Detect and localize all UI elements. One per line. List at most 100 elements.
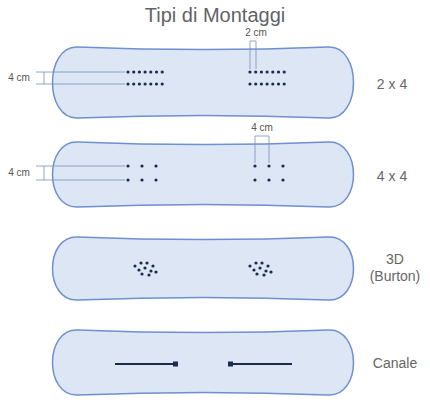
insert-hole [253,164,256,167]
insert-hole [126,178,129,181]
insert-hole [277,82,280,85]
dimension-line [250,41,251,69]
mount-type-label: Canale [373,355,417,372]
dimension-line [44,72,45,84]
channel-slot [231,363,292,365]
insert-hole [277,70,280,73]
title: Tipi di Montaggi [145,3,285,27]
insert-hole [266,70,269,73]
dimension-lines [36,41,269,180]
insert-hole [248,70,251,73]
insert-hole [248,264,251,267]
insert-hole [149,82,152,85]
channel-end [228,362,233,367]
dimension-label: 2 cm [245,27,267,39]
insert-hole [147,273,150,276]
insert-hole [126,70,129,73]
insert-hole [258,266,261,269]
insert-hole [254,70,257,73]
insert-hole [138,82,141,85]
insert-hole [132,70,135,73]
insert-hole [266,264,269,267]
insert-hole [149,269,152,272]
snowboard-outline [53,330,354,395]
dimension-line [256,41,257,69]
mount-type-label: 2 x 4 [377,76,407,93]
insert-hole [145,261,148,264]
dimension-label: 4 cm [8,167,30,179]
insert-hole [154,164,157,167]
insert-hole [254,82,257,85]
insert-hole [254,261,257,264]
insert-hole [132,82,135,85]
insert-hole [253,178,256,181]
dimension-line [36,166,44,167]
insert-hole [267,178,270,181]
mount-type-label: 3D (Burton) [365,251,425,285]
insert-hole [139,261,142,264]
insert-hole [161,82,164,85]
dimension-line [44,72,125,73]
insert-hole [138,70,141,73]
channel [115,362,292,367]
insert-hole [137,268,140,271]
insert-hole [283,70,286,73]
dimension-label: 4 cm [8,72,30,84]
insert-hole [133,264,136,267]
insert-hole [262,273,265,276]
insert-hole [283,82,286,85]
insert-hole [126,82,129,85]
insert-hole [281,164,284,167]
dimension-line [44,180,125,181]
insert-hole [271,82,274,85]
mount-type-label: 4 x 4 [377,168,407,185]
insert-hole [252,268,255,271]
dimension-line [269,136,270,163]
insert-hole [140,164,143,167]
insert-hole [255,272,258,275]
insert-hole [155,70,158,73]
channel-end [173,362,178,367]
snowboard-outline [53,142,354,207]
dimension-line [255,136,256,163]
dimension-line [36,84,44,85]
insert-hole [149,70,152,73]
insert-hole [161,70,164,73]
dimension-line [44,166,45,180]
insert-hole [154,178,157,181]
insert-hole [269,270,272,273]
dimension-line [36,72,44,73]
snowboard-outline [53,47,354,118]
insert-hole [155,82,158,85]
insert-hole [260,82,263,85]
snowboard-outline [53,237,354,300]
dimension-line [250,41,256,42]
insert-hole [144,82,147,85]
insert-hole [267,164,270,167]
dimension-line [36,180,44,181]
insert-hole [151,264,154,267]
insert-hole [143,266,146,269]
insert-hole [154,270,157,273]
channel-slot [115,363,175,365]
insert-hole [260,261,263,264]
hole-pattern-4x4 [126,164,284,181]
insert-hole [260,70,263,73]
insert-hole [248,82,251,85]
insert-hole [140,272,143,275]
hole-pattern-2x4 [126,70,285,85]
insert-hole [144,70,147,73]
insert-hole [266,82,269,85]
insert-hole [126,164,129,167]
insert-hole [264,269,267,272]
dimension-line [44,84,125,85]
dimension-line [44,166,125,167]
dimension-label: 4 cm [251,122,273,134]
insert-hole [271,70,274,73]
insert-hole [281,178,284,181]
insert-hole [140,178,143,181]
dimension-line [255,136,269,137]
hole-pattern-3d [133,261,272,276]
